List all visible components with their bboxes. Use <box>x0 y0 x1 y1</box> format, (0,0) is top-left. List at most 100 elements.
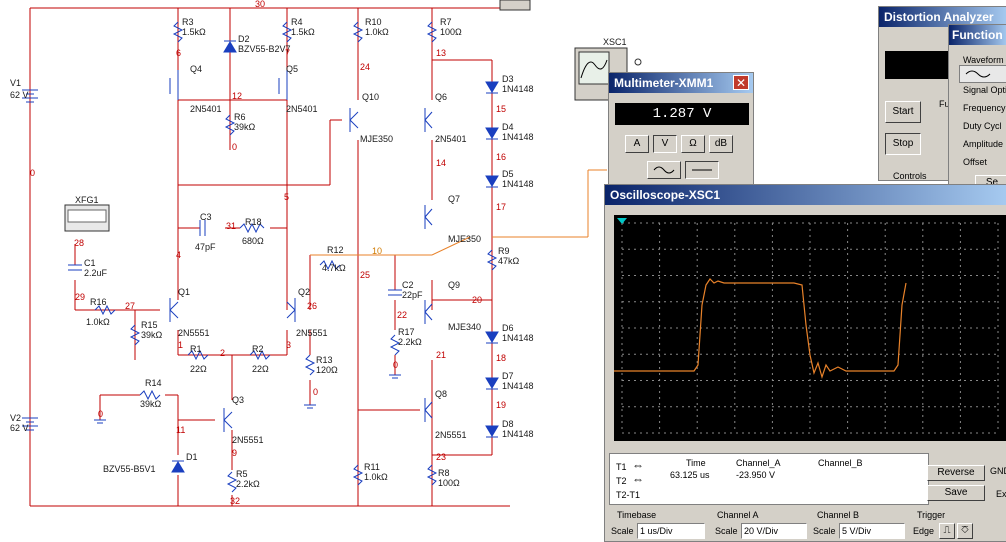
channel-a-value: -23.950 V <box>736 470 776 480</box>
value-d2: BZV55-B2V7 <box>238 44 291 54</box>
svg-text:18: 18 <box>496 353 506 363</box>
edge-label: Edge <box>913 526 935 536</box>
label-q5: Q5 <box>286 64 298 74</box>
label-r13: R13 <box>316 355 333 365</box>
svg-text:22: 22 <box>397 310 407 320</box>
label-q4: Q4 <box>190 64 202 74</box>
value-r1: 22Ω <box>190 364 207 374</box>
svg-text:28: 28 <box>74 238 84 248</box>
value-d5: 1N4148 <box>502 179 534 189</box>
voltmeter-button[interactable]: V <box>653 135 677 153</box>
svg-text:0: 0 <box>393 360 398 370</box>
channel-a-label: Channel A <box>717 510 759 520</box>
value-q8: 2N5551 <box>435 430 467 440</box>
ammeter-button[interactable]: A <box>625 135 649 153</box>
value-c2: 22pF <box>402 290 423 300</box>
svg-text:31: 31 <box>226 221 236 231</box>
svg-text:32: 32 <box>230 496 240 506</box>
label-d5: D5 <box>502 169 514 179</box>
label-r3: R3 <box>182 17 194 27</box>
label-v1: V1 <box>10 78 21 88</box>
oscilloscope-screen[interactable] <box>614 215 1006 441</box>
controls-label: Controls <box>893 171 927 181</box>
value-q5: 2N5401 <box>286 104 318 114</box>
t2t1-label: T2-T1 <box>616 490 641 500</box>
falling-edge-icon[interactable]: ⎏ <box>957 523 973 539</box>
trigger-marker-icon[interactable] <box>617 218 627 224</box>
label-r4: R4 <box>291 17 303 27</box>
sine-wave-button[interactable] <box>959 65 1006 83</box>
timebase-scale-label: Scale <box>611 526 634 536</box>
label-r12: R12 <box>327 245 344 255</box>
multimeter-title[interactable]: Multimeter-XMM1 <box>609 73 753 93</box>
ac-mode-button[interactable] <box>647 161 681 179</box>
label-d4: D4 <box>502 122 514 132</box>
frequency-label: Frequency <box>963 103 1006 113</box>
channel-b-scale-label: Scale <box>813 526 836 536</box>
label-xfg1: XFG1 <box>75 195 99 205</box>
svg-text:7: 7 <box>285 48 290 58</box>
svg-text:11: 11 <box>176 425 185 435</box>
close-icon[interactable]: ✕ <box>733 75 749 90</box>
rising-edge-icon[interactable]: ⎍ <box>939 523 955 539</box>
value-r14: 39kΩ <box>140 399 162 409</box>
svg-text:9: 9 <box>232 448 237 458</box>
value-d1: BZV55-B5V1 <box>103 464 156 474</box>
time-value: 63.125 us <box>670 470 710 480</box>
value-r15: 39kΩ <box>141 330 163 340</box>
svg-text:12: 12 <box>232 91 242 101</box>
t2-label: T2 <box>616 476 627 486</box>
svg-text:30: 30 <box>255 0 265 9</box>
db-button[interactable]: dB <box>709 135 733 153</box>
distortion-fu-label: Fu <box>939 99 950 109</box>
value-r9: 47kΩ <box>498 256 520 266</box>
channel-b-label: Channel B <box>817 510 860 520</box>
svg-text:21: 21 <box>436 350 446 360</box>
value-r5: 2.2kΩ <box>236 479 260 489</box>
save-button[interactable]: Save <box>927 485 985 501</box>
oscilloscope-title[interactable]: Oscilloscope-XSC1 <box>605 185 1006 205</box>
value-r16: 1.0kΩ <box>86 317 110 327</box>
start-button[interactable]: Start <box>885 101 921 123</box>
value-c1: 2.2uF <box>84 268 108 278</box>
value-r13: 120Ω <box>316 365 338 375</box>
label-c2: C2 <box>402 280 414 290</box>
svg-text:0: 0 <box>232 142 237 152</box>
svg-text:3: 3 <box>286 340 291 350</box>
value-d3: 1N4148 <box>502 84 534 94</box>
svg-text:23: 23 <box>436 452 446 462</box>
stop-button[interactable]: Stop <box>885 133 921 155</box>
resistor-r3[interactable] <box>172 21 184 43</box>
reverse-button[interactable]: Reverse <box>927 465 985 481</box>
t2-arrows-icon[interactable]: ⇔ <box>632 472 644 486</box>
channel-a-trace <box>614 278 907 380</box>
svg-text:14: 14 <box>436 158 446 168</box>
label-r9: R9 <box>498 246 510 256</box>
value-q2: 2N5551 <box>296 328 328 338</box>
label-r8: R8 <box>438 468 450 478</box>
label-q8: Q8 <box>435 389 447 399</box>
svg-text:15: 15 <box>496 104 506 114</box>
value-q6: 2N5401 <box>435 134 467 144</box>
distortion-title[interactable]: Distortion Analyzer <box>879 7 1006 27</box>
svg-text:0: 0 <box>313 387 318 397</box>
multimeter-window[interactable]: Multimeter-XMM1 ✕ 1.287 V A V Ω dB <box>608 72 754 186</box>
value-v2: 62 V <box>10 423 29 433</box>
value-r7: 100Ω <box>440 27 462 37</box>
dc-mode-button[interactable] <box>685 161 719 179</box>
oscilloscope-window[interactable]: Oscilloscope-XSC1 T1 ⇔ T2 ⇔ T2-T1 Time C… <box>604 184 1006 542</box>
channel-b-scale-field[interactable]: 5 V/Div <box>839 523 905 539</box>
timebase-scale-field[interactable]: 1 us/Div <box>637 523 705 539</box>
svg-text:0: 0 <box>30 168 35 178</box>
label-d2: D2 <box>238 34 250 44</box>
label-r5: R5 <box>236 469 248 479</box>
t1-arrows-icon[interactable]: ⇔ <box>632 458 644 472</box>
ohmmeter-button[interactable]: Ω <box>681 135 705 153</box>
signal-options-label: Signal Optio <box>963 85 1006 95</box>
function-gen-title[interactable]: Function <box>949 25 1006 45</box>
label-q10: Q10 <box>362 92 379 102</box>
label-r16: R16 <box>90 297 107 307</box>
value-q3: 2N5551 <box>232 435 264 445</box>
channel-a-scale-field[interactable]: 20 V/Div <box>741 523 807 539</box>
